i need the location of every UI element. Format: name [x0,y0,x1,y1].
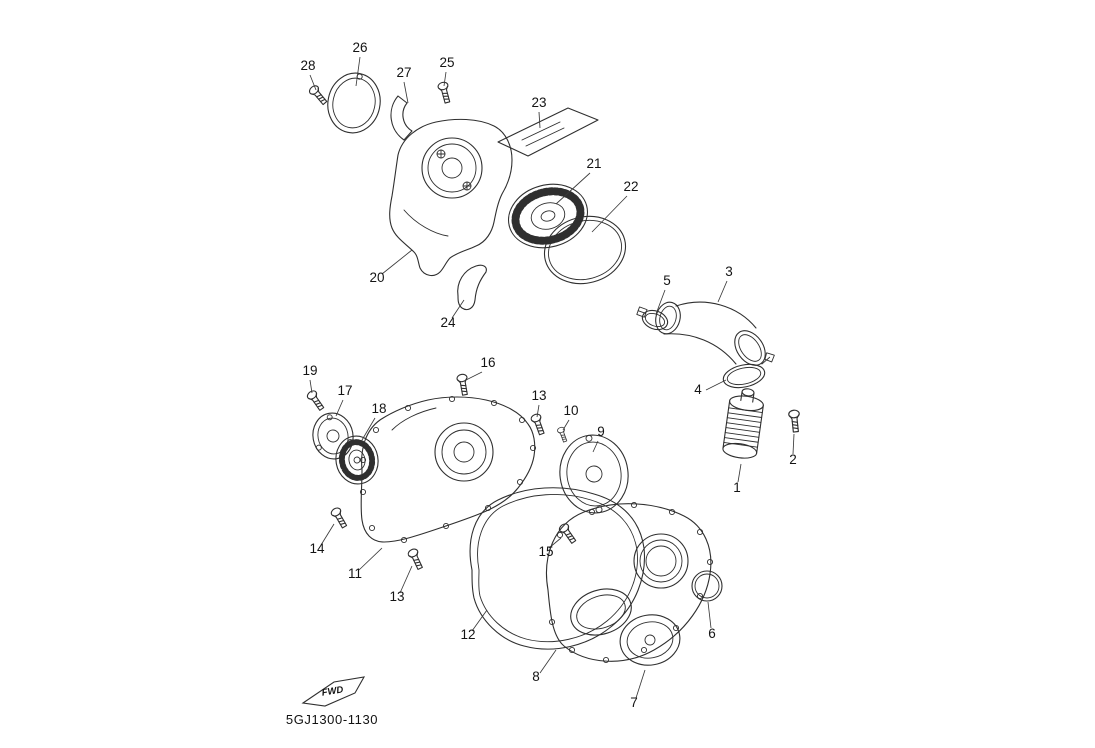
leader-lines [309,56,795,699]
part-21-air-filter-element [507,183,589,249]
part-number-label-3: 3 [725,264,733,279]
leader-line-part-8 [539,649,557,674]
fwd-arrow-icon [301,676,366,707]
part-number-label-16: 16 [480,355,495,370]
leader-line-part-16 [465,371,483,381]
part-number-label-27: 27 [396,65,411,80]
part-3-intake-duct [655,301,766,366]
leader-line-part-7 [635,669,646,699]
leader-line-part-13 [536,404,540,418]
part-4-duct-clamp-ring [722,352,775,389]
leader-line-part-17 [335,399,344,417]
leader-line-part-6 [707,601,712,629]
leader-line-part-14 [320,523,335,546]
leader-line-part-3 [717,280,728,303]
part-number-label-8: 8 [532,669,540,684]
part-1-filter-cartridge [722,388,764,459]
part-25-bolt [436,80,453,105]
part-number-label-6: 6 [708,626,716,641]
part-number-label-22: 22 [623,179,638,194]
part-number-label-18: 18 [371,401,386,416]
part-number-label-25: 25 [439,55,454,70]
leader-line-part-10 [562,419,570,431]
part-number-label-23: 23 [531,95,546,110]
part-16-bolt [455,373,471,397]
part-number-label-4: 4 [694,382,702,397]
leader-line-part-1 [737,463,742,483]
part-7-round-cap [619,614,681,666]
leader-line-part-20 [381,249,413,275]
part-number-label-13: 13 [389,589,404,604]
part-12-cover-gasket [469,487,646,650]
leader-line-part-15 [548,537,562,549]
part-number-label-13: 13 [531,388,546,403]
leader-line-part-11 [358,547,383,571]
part-number-labels: 2826272523212220245342116191718131091411… [300,40,796,710]
part-28-bolt [307,83,330,107]
part-13-bolt-lower [406,547,426,572]
leader-line-part-19 [309,379,313,394]
part-18-ribbed-plate [335,435,379,485]
part-number-label-11: 11 [348,566,362,581]
part-5-hose-clamp [636,306,669,331]
part-22-o-ring-seal [543,215,627,285]
part-26-round-cover-plate [327,72,381,134]
leader-line-part-28 [309,74,317,91]
part-number-label-26: 26 [352,40,367,55]
leader-line-part-22 [591,195,628,233]
leader-line-part-26 [355,56,361,87]
part-10-screw [556,425,569,444]
part-6-o-ring [691,570,723,602]
part-24-duct-bracket [457,264,487,311]
part-number-label-2: 2 [789,452,797,467]
leader-line-part-12 [471,609,488,632]
leader-line-part-18 [361,417,376,441]
part-number-label-5: 5 [663,273,671,288]
part-number-label-19: 19 [302,363,317,378]
part-number-label-9: 9 [597,424,605,439]
part-number-label-10: 10 [563,403,578,418]
part-number-label-7: 7 [630,695,638,710]
part-23-baffle-plate [497,107,599,157]
part-19-bolt [305,388,327,413]
part-27-half-collar [390,95,413,141]
part-20-fan-shroud [389,118,513,277]
leader-line-part-9 [592,440,599,453]
cover-bolt-holes [359,395,537,544]
leader-line-part-5 [655,289,666,315]
part-9-round-cover [559,434,629,514]
shroud-screw-2 [462,181,472,191]
part-number-label-12: 12 [460,627,475,642]
leader-line-part-23 [538,111,541,129]
part-2-bolt [787,409,802,433]
part-number-label-28: 28 [300,58,315,73]
part-number-label-20: 20 [369,270,384,285]
leader-line-part-25 [443,71,447,87]
part-number-label-17: 17 [337,383,352,398]
part-number-label-24: 24 [440,315,456,330]
leader-line-part-24 [451,299,465,319]
fwd-label: FWD [321,684,344,698]
diagram-line-art [305,72,802,666]
leader-line-part-4 [705,379,727,391]
leader-line-part-2 [792,433,795,455]
diagram-code: 5GJ1300-1130 [286,712,378,727]
part-number-label-14: 14 [309,541,325,556]
part-15-bolt [557,521,579,546]
leader-line-part-27 [403,81,409,104]
part-number-label-15: 15 [538,544,553,559]
leader-line-part-21 [555,172,591,205]
leader-line-part-13 [399,565,413,594]
part-number-label-1: 1 [733,480,741,495]
side-cover-bolt-holes [548,501,714,664]
fwd-indicator: FWD [301,676,366,707]
shroud-screw-1 [436,149,446,159]
part-number-label-21: 21 [586,156,601,171]
part-11-crankcase-cover [359,395,537,544]
